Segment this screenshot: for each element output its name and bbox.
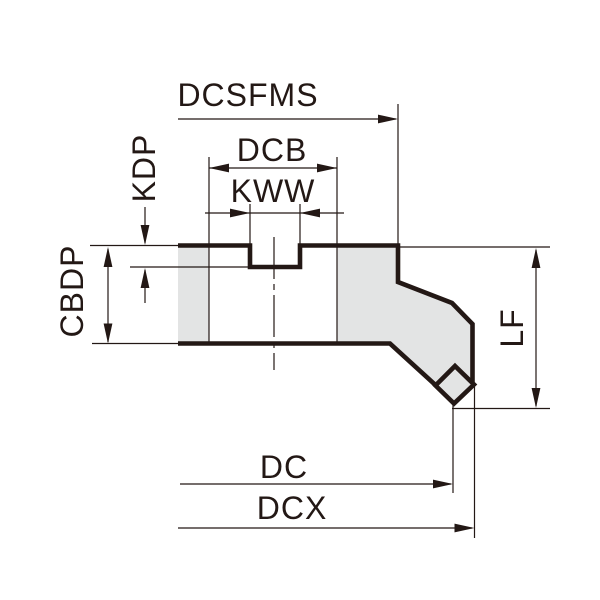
kdp-upper-arrowhead (140, 225, 150, 245)
dcx-label: DCX (257, 490, 328, 526)
cutting-insert (432, 362, 478, 407)
extension-lines (90, 104, 550, 538)
kww-right-arrowhead (300, 208, 320, 218)
dcb-right-arrowhead (317, 163, 337, 173)
dcb-label: DCB (237, 132, 308, 168)
left-section-fill (178, 245, 209, 344)
body-top-right-outline (178, 243, 475, 382)
lf-top-arrowhead (531, 248, 541, 268)
cbdp-label: CBDP (54, 245, 90, 338)
body-section-fills (178, 245, 474, 386)
lf-bottom-arrowhead (531, 388, 541, 408)
dimension-cbdp: CBDP (54, 245, 113, 344)
kww-left-arrowhead (230, 208, 250, 218)
dimension-lf: LF (494, 248, 541, 408)
dimension-dc: DC (180, 449, 453, 489)
dcsfms-arrowhead (378, 114, 398, 124)
kww-label: KWW (231, 173, 316, 209)
dimension-dcb: DCB (209, 132, 337, 173)
dimension-kww: KWW (205, 173, 344, 218)
cbdp-top-arrowhead (103, 247, 113, 267)
lf-label: LF (494, 308, 530, 347)
dc-arrowhead (433, 479, 453, 489)
dimension-dcsfms: DCSFMS (177, 77, 398, 124)
kdp-label: KDP (126, 134, 162, 203)
dimension-kdp: KDP (126, 134, 162, 303)
right-section-fill (337, 245, 474, 386)
body-outline (178, 243, 475, 388)
dimension-dcx: DCX (178, 490, 475, 533)
dcb-left-arrowhead (209, 163, 229, 173)
cbdp-bottom-arrowhead (103, 323, 113, 344)
dc-label: DC (260, 449, 308, 485)
body-bottom-outline (178, 341, 438, 388)
dcx-arrowhead (454, 523, 475, 533)
kdp-lower-arrowhead (140, 268, 150, 288)
dcsfms-label: DCSFMS (177, 77, 318, 113)
